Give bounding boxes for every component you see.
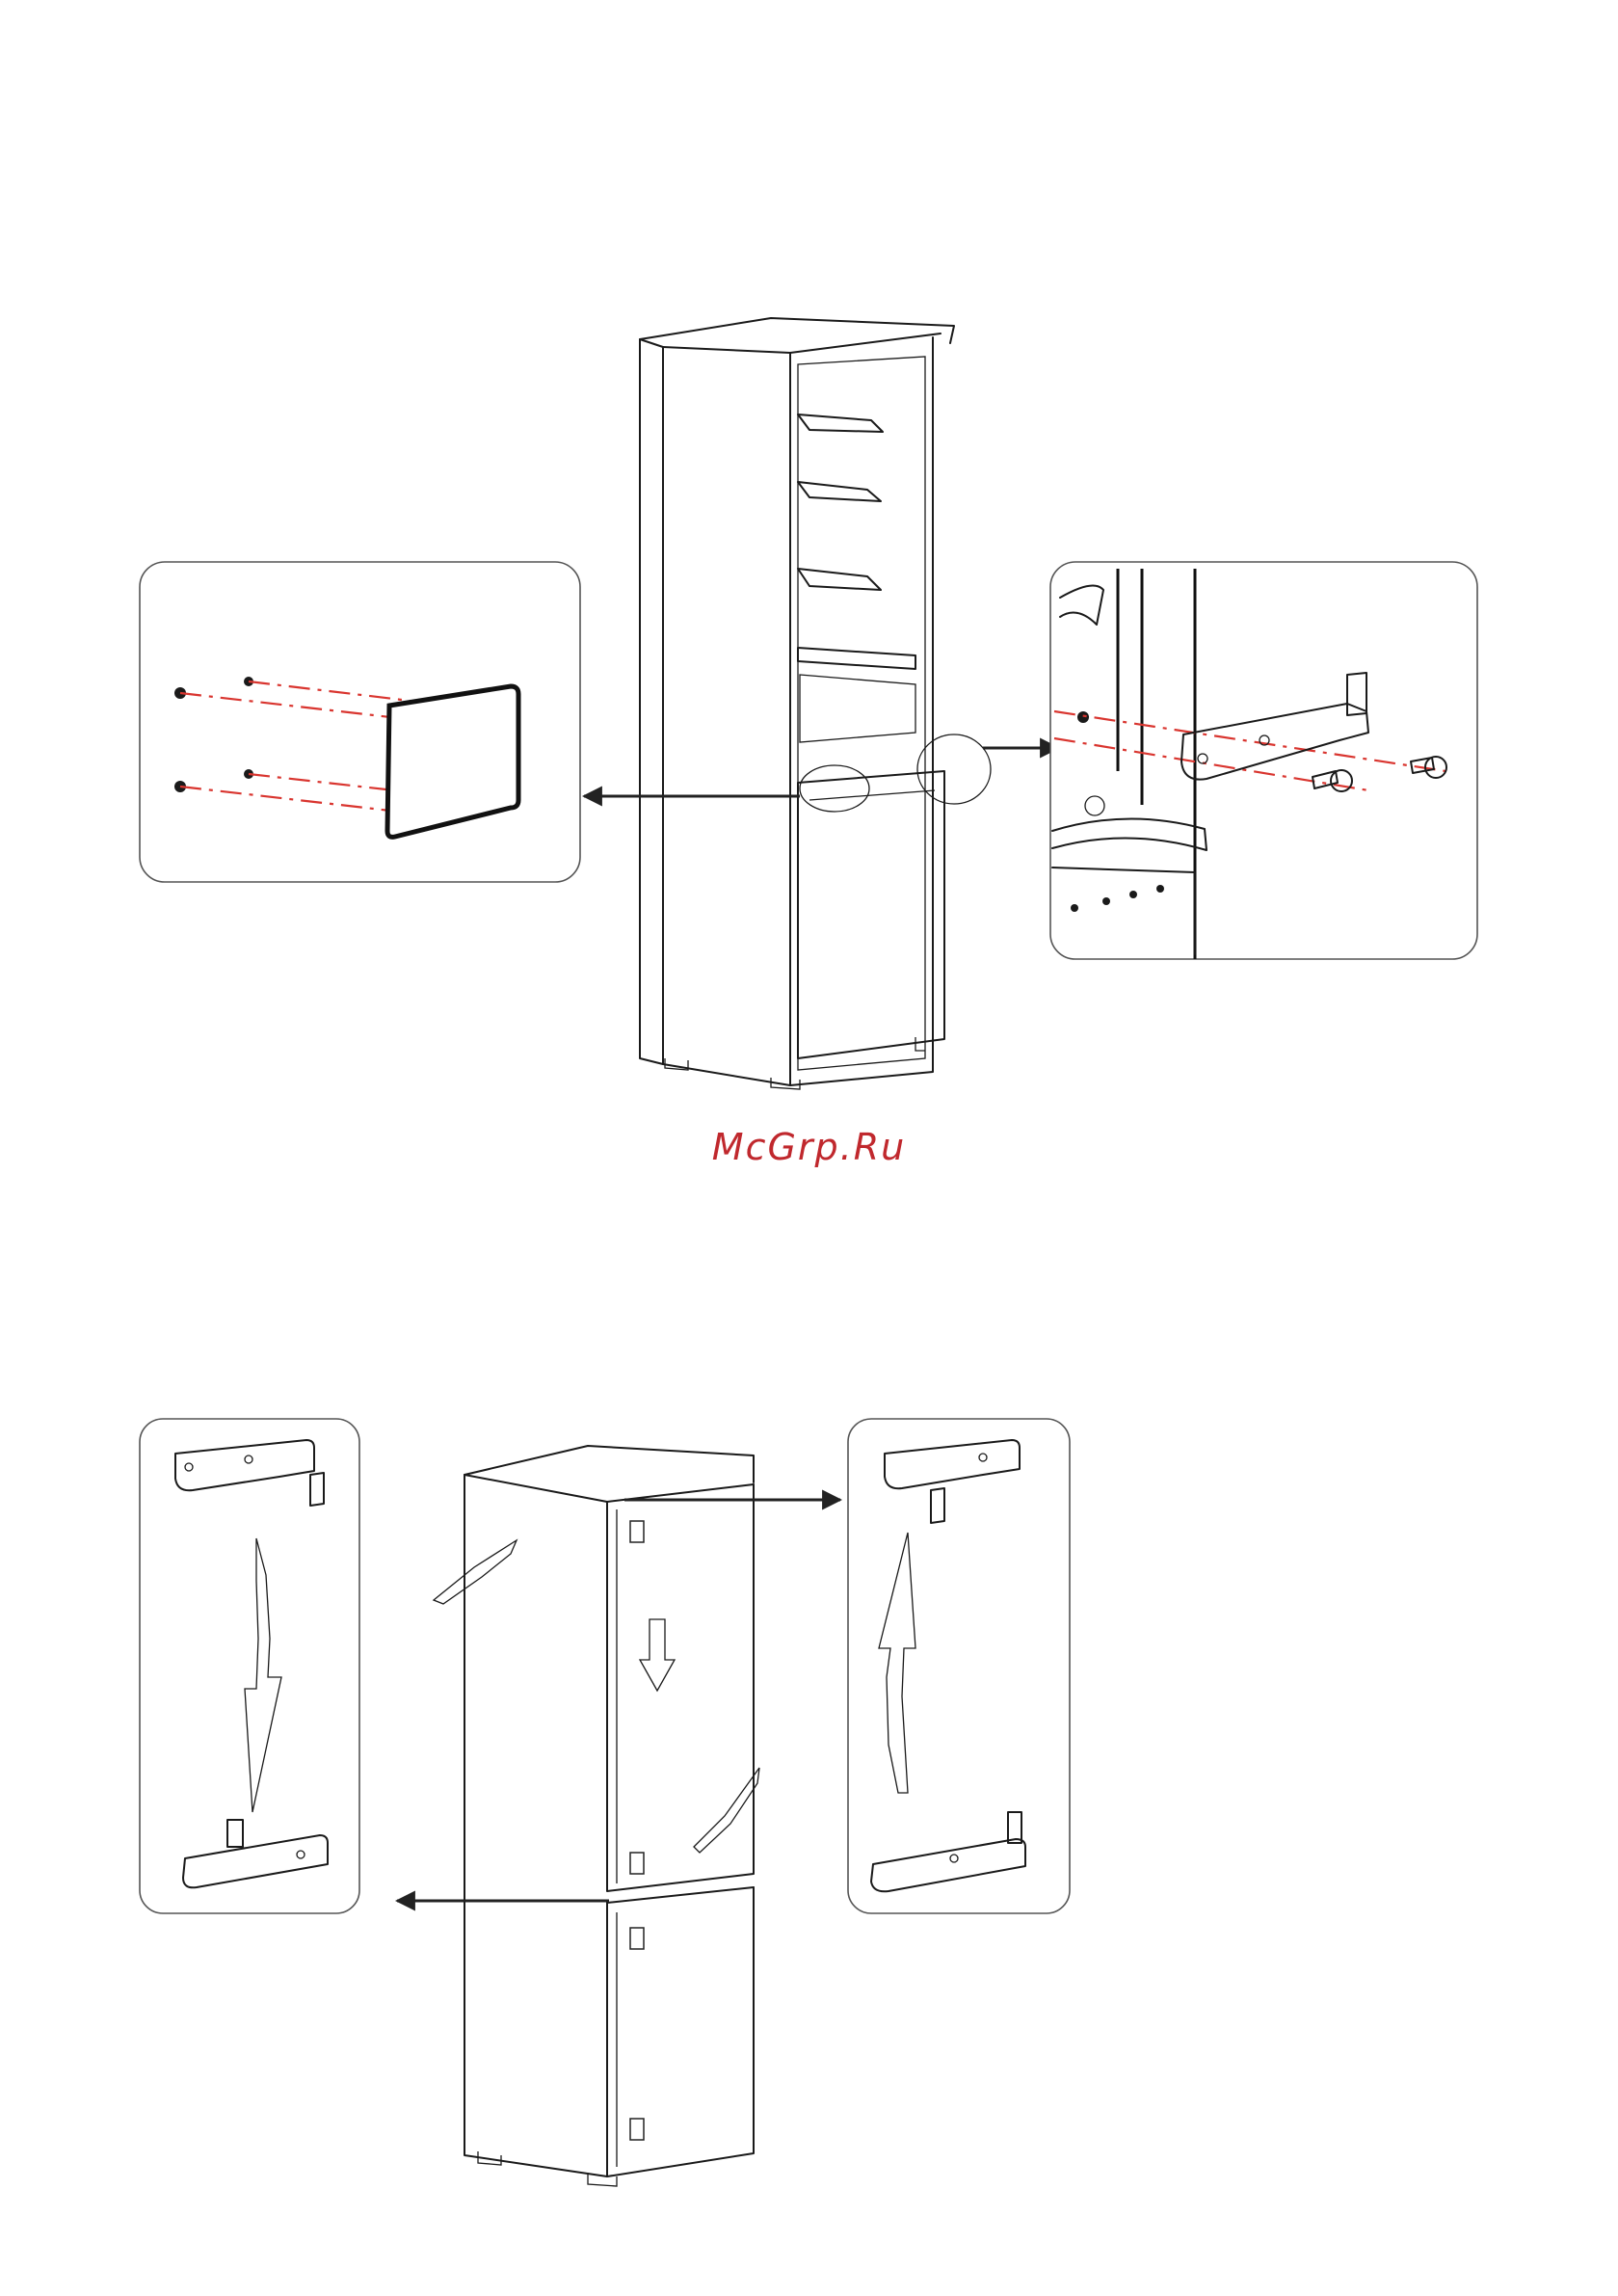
callout-circle-right: [917, 734, 991, 804]
callout-circle-left: [800, 765, 869, 812]
left-detail-panel: [140, 562, 580, 882]
watermark-label: McGrp.Ru: [712, 1126, 906, 1168]
watermark-text: McGrp.Ru: [0, 1126, 1618, 1168]
fridge-cabinet-open: [640, 318, 954, 1089]
screw-hole: [1077, 711, 1089, 723]
right-hinge-detail-panel: [1050, 562, 1477, 959]
